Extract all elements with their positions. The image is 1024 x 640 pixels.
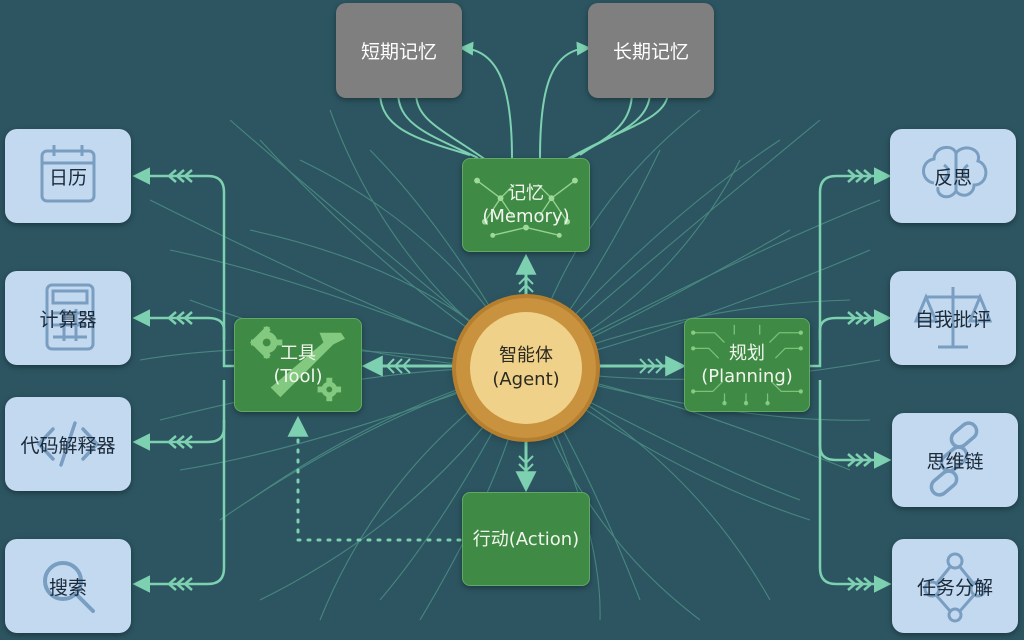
self-critique-label: 自我批评	[914, 308, 991, 331]
memory-module[interactable]: 记忆 (Memory)	[462, 158, 590, 252]
agent-subtitle: (Agent)	[492, 369, 560, 390]
search-icon	[43, 561, 95, 613]
agent-core-inner: 智能体 (Agent)	[470, 312, 582, 424]
chain-icon	[929, 421, 979, 497]
task-decomposition-box[interactable]: 任务分解	[892, 539, 1018, 633]
long-term-memory-box[interactable]: 长期记忆	[588, 3, 714, 98]
tool-title: 工具	[280, 343, 316, 364]
short-term-memory-label: 短期记忆	[360, 41, 437, 63]
search-tool-box[interactable]: 搜索	[5, 539, 131, 633]
calendar-tool-box[interactable]: 日历	[5, 129, 131, 223]
long-term-memory-label: 长期记忆	[612, 41, 689, 63]
calendar-icon	[40, 145, 96, 203]
calculator-label: 计算器	[39, 308, 97, 331]
scales-icon	[913, 287, 993, 349]
memory-title: 记忆	[508, 183, 544, 204]
action-label: 行动(Action)	[472, 528, 580, 550]
task-flow-icon	[923, 552, 987, 623]
code-icon	[36, 421, 100, 467]
reflection-box[interactable]: 反思	[890, 129, 1016, 223]
agent-title: 智能体	[499, 345, 553, 366]
code-interpreter-label: 代码解释器	[20, 434, 116, 457]
calendar-label: 日历	[48, 166, 87, 189]
planning-connectors	[810, 167, 892, 593]
reflection-label: 反思	[933, 166, 972, 189]
chain-of-thought-label: 思维链	[926, 450, 984, 473]
calculator-icon	[45, 283, 95, 351]
memory-subtitle: (Memory)	[482, 206, 570, 227]
wrench-gear-icon	[250, 325, 345, 402]
chevron-marks	[385, 275, 665, 481]
code-interpreter-tool-box[interactable]: 代码解释器	[5, 397, 131, 491]
task-decomposition-label: 任务分解	[916, 576, 993, 599]
planning-module[interactable]: 规划 (Planning)	[684, 318, 810, 412]
self-critique-box[interactable]: 自我批评	[890, 271, 1016, 365]
chain-of-thought-box[interactable]: 思维链	[892, 413, 1018, 507]
action-module[interactable]: 行动(Action)	[462, 492, 590, 586]
search-label: 搜索	[48, 576, 87, 599]
circuit-board-icon	[691, 324, 803, 406]
tool-module[interactable]: 工具 (Tool)	[234, 318, 362, 412]
planning-subtitle: (Planning)	[701, 366, 793, 387]
tool-connectors	[132, 167, 234, 593]
action-feedback-dotted-line	[287, 415, 462, 542]
brain-icon	[922, 145, 988, 199]
calculator-tool-box[interactable]: 计算器	[5, 271, 131, 365]
agent-core[interactable]: 智能体 (Agent)	[456, 298, 596, 438]
tool-subtitle: (Tool)	[273, 366, 323, 387]
neural-network-icon	[474, 177, 578, 238]
short-term-memory-box[interactable]: 短期记忆	[336, 3, 462, 98]
planning-title: 规划	[729, 343, 765, 364]
memory-connectors	[379, 41, 669, 161]
